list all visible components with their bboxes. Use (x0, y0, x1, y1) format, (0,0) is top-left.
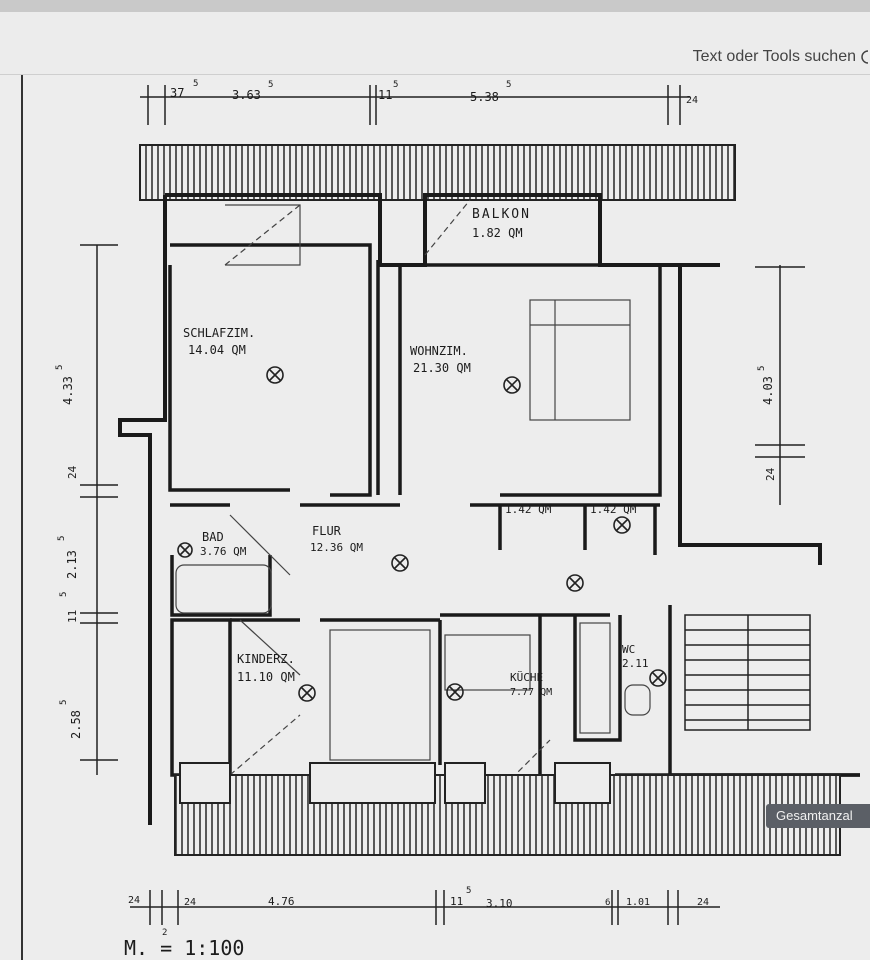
dim-bottom-5-sup: 5 (466, 886, 471, 896)
dim-left-5: 2.58 (69, 710, 83, 739)
wc-label: WC (622, 643, 635, 656)
dim-right-1: 4.03 (761, 376, 775, 405)
flur-label: FLUR (312, 524, 342, 538)
ceiling-light-icons (177, 366, 667, 702)
dim-bottom-8: 1.01 (626, 897, 650, 908)
dim-top-1: 37 (170, 86, 184, 100)
abstell-2-area: 1.42 QM (590, 503, 637, 516)
dim-left-5-sup: 5 (59, 700, 69, 705)
schlafzimmer-label: SCHLAFZIM. (183, 326, 255, 340)
dim-left-3: 2.13 (65, 550, 79, 579)
dim-left-4: 11 (66, 610, 79, 623)
furniture-sketch (175, 199, 651, 801)
kueche-label: KÜCHE (510, 671, 543, 684)
kueche-area: 7.77 QM (510, 687, 552, 698)
dim-top-1-sup: 5 (193, 79, 198, 89)
outer-walls (118, 193, 822, 825)
balkon-area: 1.82 QM (472, 226, 523, 240)
dim-top-5: 24 (686, 95, 698, 106)
magnifier-icon[interactable] (860, 50, 870, 64)
tool-search-field[interactable]: Text oder Tools suchen (692, 48, 856, 65)
kinderzimmer-label: KINDERZ. (237, 652, 295, 666)
dim-left-2: 24 (66, 465, 79, 479)
balkon-label: BALKON (472, 207, 531, 222)
bad-area: 3.76 QM (200, 545, 247, 558)
dim-top-4-sup: 5 (506, 80, 511, 90)
dim-bottom-1: 24 (128, 895, 140, 906)
kinderzimmer-area: 11.10 QM (237, 670, 295, 684)
dim-left-3-sup: 5 (57, 536, 67, 541)
right-dimension-chain (755, 265, 805, 505)
dim-bottom-2: 2 (162, 928, 167, 938)
dim-bottom-9: 24 (697, 897, 709, 908)
left-dimension-chain (80, 244, 118, 775)
dim-left-4-sup: 5 (59, 592, 69, 597)
bottom-dimension-chain (130, 890, 720, 925)
balcony-railing-bottom (174, 774, 841, 856)
window-top-strip (0, 0, 870, 12)
document-page[interactable]: 37 5 3.63 5 11 5 5.38 5 24 (0, 75, 870, 960)
dim-bottom-7: 6 (605, 898, 610, 908)
balcony-railing-top (139, 144, 736, 201)
dim-bottom-3: 24 (184, 897, 196, 908)
viewer-toolbar: Text oder Tools suchen (0, 12, 870, 75)
dim-top-4: 5.38 (470, 90, 499, 104)
dim-top-2: 3.63 (232, 88, 261, 102)
abstell-1-area: 1.42 QM (505, 503, 552, 516)
total-count-pill[interactable]: Gesamtanzal (766, 804, 870, 828)
dim-top-3: 11 (378, 88, 392, 102)
dim-bottom-4: 4.76 (268, 895, 295, 908)
plan-scale: M. = 1:100 (124, 936, 244, 960)
dim-top-2-sup: 5 (268, 80, 273, 90)
dim-bottom-6: 3.10 (486, 897, 513, 910)
dim-left-1: 4.33 (61, 376, 75, 405)
wohnzimmer-area: 21.30 QM (413, 361, 471, 375)
flur-area: 12.36 QM (310, 541, 363, 554)
top-dimension-chain (140, 85, 690, 125)
bottom-window-frames (179, 762, 611, 804)
dim-top-3-sup: 5 (393, 80, 398, 90)
schlafzimmer-area: 14.04 QM (188, 343, 246, 357)
wohnzimmer-label: WOHNZIM. (410, 344, 468, 358)
dim-right-1-sup: 5 (757, 366, 767, 371)
floor-plan: 37 5 3.63 5 11 5 5.38 5 24 (21, 75, 860, 960)
dim-right-2: 24 (764, 467, 777, 481)
staircase (684, 614, 811, 731)
dim-left-1-sup: 5 (55, 365, 65, 370)
bad-label: BAD (202, 530, 224, 544)
dim-bottom-5: 11 (450, 895, 463, 908)
wc-area: 2.11 (622, 657, 649, 670)
